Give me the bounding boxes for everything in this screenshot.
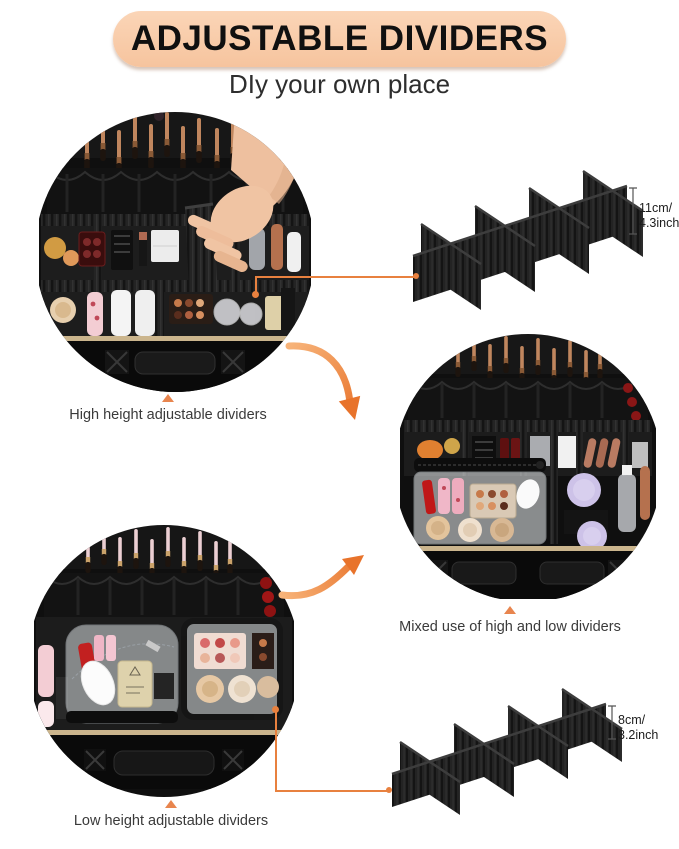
connector-dot [386,787,392,793]
connector-dot [272,706,279,713]
caption-text: Mixed use of high and low dividers [399,619,621,635]
connector-dot [252,291,259,298]
curved-arrow-up-icon [276,545,376,610]
photo-low-dividers [28,525,300,797]
caption-mixed-dividers: Mixed use of high and low dividers [375,606,645,635]
clear-dome-pouch [65,624,179,724]
caption-low-dividers: Low height adjustable dividers [36,800,306,829]
makeup-case-mixed-illustration [394,334,662,602]
page-subtitle: DIy your own place [228,69,451,99]
connector-line-top [255,277,257,294]
caption-high-dividers: High height adjustable dividers [33,394,303,423]
height-measure: 11cm/ 4.3inch [629,187,679,235]
diagram-tall-divider: 11cm/ 4.3inch [399,160,679,330]
page-title: ADJUSTABLE DIVIDERS [130,19,549,58]
pointer-triangle-icon [504,606,516,614]
curved-arrow-down-icon [283,338,383,438]
connector-dot [413,273,419,279]
measure-cm: 8cm/ [618,713,646,727]
height-measure: 8cm/ 3.2inch [608,705,658,742]
divider-grid [412,169,644,310]
caption-text: Low height adjustable dividers [73,813,269,829]
clear-pouch [413,458,547,545]
connector-line-bottom [275,712,277,792]
makeup-case-low-illustration [28,525,300,797]
measure-inch: 4.3inch [639,216,679,230]
clear-rect-pouch [181,618,283,720]
tall-divider-illustration: 11cm/ 4.3inch [412,169,679,310]
title-banner: ADJUSTABLE DIVIDERS [113,11,566,67]
pointer-triangle-icon [162,394,174,402]
makeup-case-high-illustration [35,112,315,392]
photo-high-dividers [35,112,315,392]
caption-text: High height adjustable dividers [69,407,267,423]
measure-cm: 11cm/ [639,201,673,215]
photo-mixed-dividers [394,334,662,602]
measure-inch: 3.2inch [618,728,658,742]
pointer-triangle-icon [165,800,177,808]
connector-line-top [255,276,417,278]
short-divider-illustration: 8cm/ 3.2inch [391,687,658,815]
diagram-short-divider: 8cm/ 3.2inch [378,678,658,838]
divider-grid [391,687,623,815]
connector-line-bottom [275,790,389,792]
